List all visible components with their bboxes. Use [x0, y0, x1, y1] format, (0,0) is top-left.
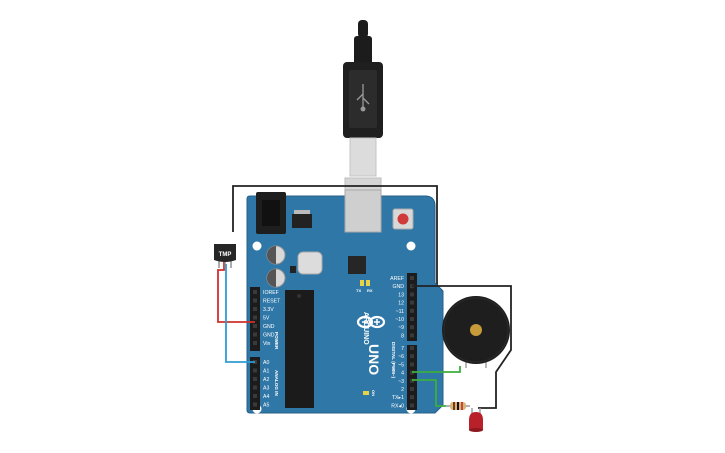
sensor-label: TMP: [219, 252, 232, 258]
pin-label: ~5: [398, 362, 404, 368]
header-pin-socket[interactable]: [410, 300, 414, 305]
header-pin-socket[interactable]: [253, 394, 257, 398]
pin-label: A5: [263, 403, 269, 409]
reset-button[interactable]: [392, 208, 414, 230]
on-label: ON: [371, 390, 376, 396]
pin-label: A0: [263, 360, 269, 366]
pin-label: ~9: [398, 325, 404, 331]
model-label: UNO: [366, 344, 382, 375]
pin-label: 4: [401, 371, 404, 377]
wire-5v-sensor[interactable]: [217, 262, 255, 323]
header-pin-socket[interactable]: [253, 324, 257, 328]
pin-label: GND: [263, 324, 275, 330]
digital-header-top: [407, 273, 417, 341]
analog-header: [250, 357, 260, 410]
usb-jack: [344, 189, 382, 233]
header-pin-socket[interactable]: [410, 403, 414, 408]
header-pin-socket[interactable]: [410, 308, 414, 313]
power-header-label: POWER: [274, 332, 279, 350]
pin-label: 8: [401, 333, 404, 339]
pin-label: TX▸1: [392, 395, 404, 401]
wire-gnd-sensor[interactable]: [232, 185, 438, 285]
pin-label: A4: [263, 394, 269, 400]
analog-header-label: ANALOG IN: [274, 370, 279, 396]
digital-header-bottom: [407, 345, 417, 410]
pin-label: GND: [392, 284, 404, 290]
arduino-logo: [356, 315, 386, 329]
pin-label: Vin: [263, 341, 271, 347]
capacitor: [266, 268, 286, 288]
usb-chip: [348, 256, 366, 274]
crystal: [297, 251, 323, 275]
arduino-uno-board: TX RX ARDUINO UNO ON POWER ANALOG IN DIG…: [246, 189, 444, 414]
header-pin-socket[interactable]: [410, 354, 414, 359]
pin-label: 7: [401, 346, 404, 352]
pin-label: AREF: [390, 276, 404, 282]
pin-label: 13: [398, 292, 404, 298]
header-pin-socket[interactable]: [253, 298, 257, 303]
pin-label: ~3: [398, 379, 404, 385]
wire-a0-sensor[interactable]: [225, 264, 255, 363]
pin-label: 12: [398, 301, 404, 307]
mounting-hole: [252, 241, 262, 251]
rx-label: RX: [367, 288, 373, 293]
header-pin-socket[interactable]: [253, 368, 257, 373]
pin-label: A3: [263, 386, 269, 392]
header-pin-socket[interactable]: [253, 402, 257, 407]
header-pin-socket[interactable]: [410, 317, 414, 321]
header-pin-socket[interactable]: [410, 333, 414, 338]
atmega-chip: [285, 290, 314, 408]
pin-label: RX◂0: [391, 403, 404, 409]
header-pin-socket[interactable]: [410, 325, 414, 330]
red-led[interactable]: [469, 408, 483, 432]
header-pin-socket[interactable]: [253, 307, 257, 311]
temperature-sensor[interactable]: TMP: [214, 244, 236, 268]
tx-label: TX: [356, 288, 361, 293]
piezo-buzzer[interactable]: [442, 296, 510, 368]
header-pin-socket[interactable]: [253, 385, 257, 390]
header-pin-socket[interactable]: [410, 292, 414, 297]
header-pin-socket[interactable]: [253, 315, 257, 320]
usb-symbol-icon: [356, 84, 370, 112]
header-pin-socket[interactable]: [253, 332, 257, 337]
pin-label: GND: [263, 333, 275, 339]
pin-label: ~10: [395, 317, 404, 323]
pin-label: RESET: [263, 299, 281, 305]
mounting-hole: [406, 241, 416, 251]
pin-label: IOREF: [263, 290, 279, 296]
pin-label: 5V: [263, 316, 270, 322]
pin-label: 3.3V: [263, 307, 274, 313]
digital-header-label: DIGITAL (PWM~): [391, 342, 396, 379]
header-pin-socket[interactable]: [253, 377, 257, 381]
pin-label: 2: [401, 387, 404, 393]
resistor[interactable]: [446, 402, 470, 410]
pin-label: ~11: [396, 309, 405, 315]
header-pin-socket[interactable]: [410, 276, 414, 280]
header-pin-socket[interactable]: [410, 387, 414, 391]
wire-pin3-resistor[interactable]: [412, 379, 446, 407]
pin-label: A1: [263, 369, 269, 375]
header-pin-socket[interactable]: [410, 346, 414, 350]
wire-gnd-buzzer[interactable]: [412, 285, 512, 409]
brand-label: ARDUINO: [362, 312, 369, 345]
header-pin-socket[interactable]: [253, 290, 257, 294]
header-pin-socket[interactable]: [253, 341, 257, 345]
header-pin-socket[interactable]: [410, 395, 414, 400]
pin-label: A2: [263, 377, 269, 383]
capacitor: [266, 245, 286, 265]
pin-label: ~6: [398, 354, 404, 360]
wire-pin4-buzzer[interactable]: [412, 366, 461, 373]
header-pin-socket[interactable]: [410, 362, 414, 367]
